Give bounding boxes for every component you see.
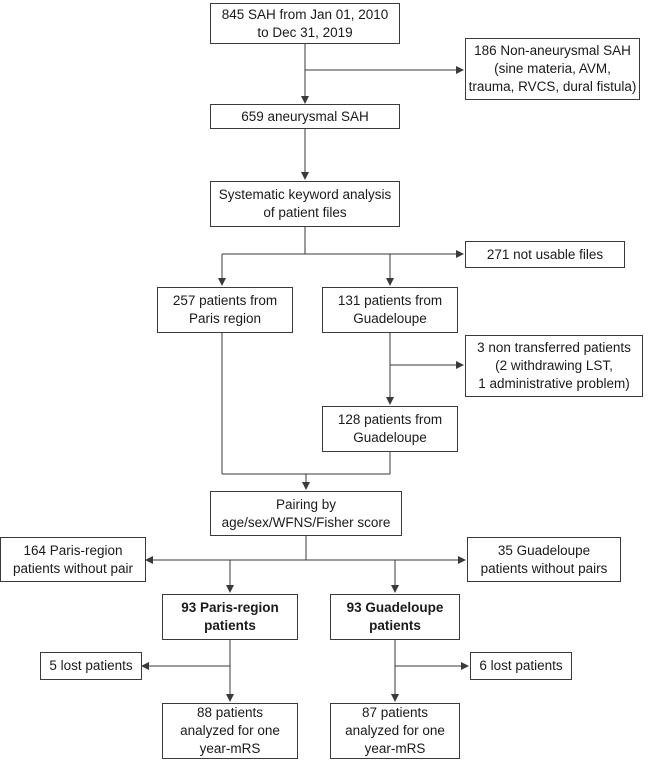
box-guadeloupe-lost: 6 lost patients: [470, 652, 572, 680]
box-paris-93: 93 Paris-region patients: [162, 594, 298, 640]
box-non-transferred: 3 non transferred patients (2 withdrawin…: [465, 335, 643, 397]
box-paris-analyzed: 88 patients analyzed for one year-mRS: [162, 703, 298, 759]
box-paris-257: 257 patients from Paris region: [157, 287, 293, 333]
box-total-sah: 845 SAH from Jan 01, 2010 to Dec 31, 201…: [210, 3, 400, 44]
box-not-usable-files: 271 not usable files: [465, 241, 625, 268]
box-guadeloupe-analyzed: 87 patients analyzed for one year-mRS: [330, 703, 460, 759]
box-guadeloupe-128: 128 patients from Guadeloupe: [322, 406, 458, 452]
box-guadeloupe-93: 93 Guadeloupe patients: [330, 594, 460, 640]
box-aneurysmal-sah: 659 aneurysmal SAH: [210, 104, 400, 129]
box-pairing: Pairing by age/sex/WFNS/Fisher score: [210, 491, 402, 536]
box-keyword-analysis: Systematic keyword analysis of patient f…: [210, 181, 400, 227]
box-paris-without-pair: 164 Paris-region patients without pair: [0, 537, 146, 582]
box-paris-lost: 5 lost patients: [40, 652, 142, 680]
box-guadeloupe-without-pairs: 35 Guadeloupe patients without pairs: [467, 537, 621, 582]
box-non-aneurysmal-sah: 186 Non-aneurysmal SAH (sine materia, AV…: [465, 38, 640, 100]
box-guadeloupe-131: 131 patients from Guadeloupe: [322, 287, 458, 333]
